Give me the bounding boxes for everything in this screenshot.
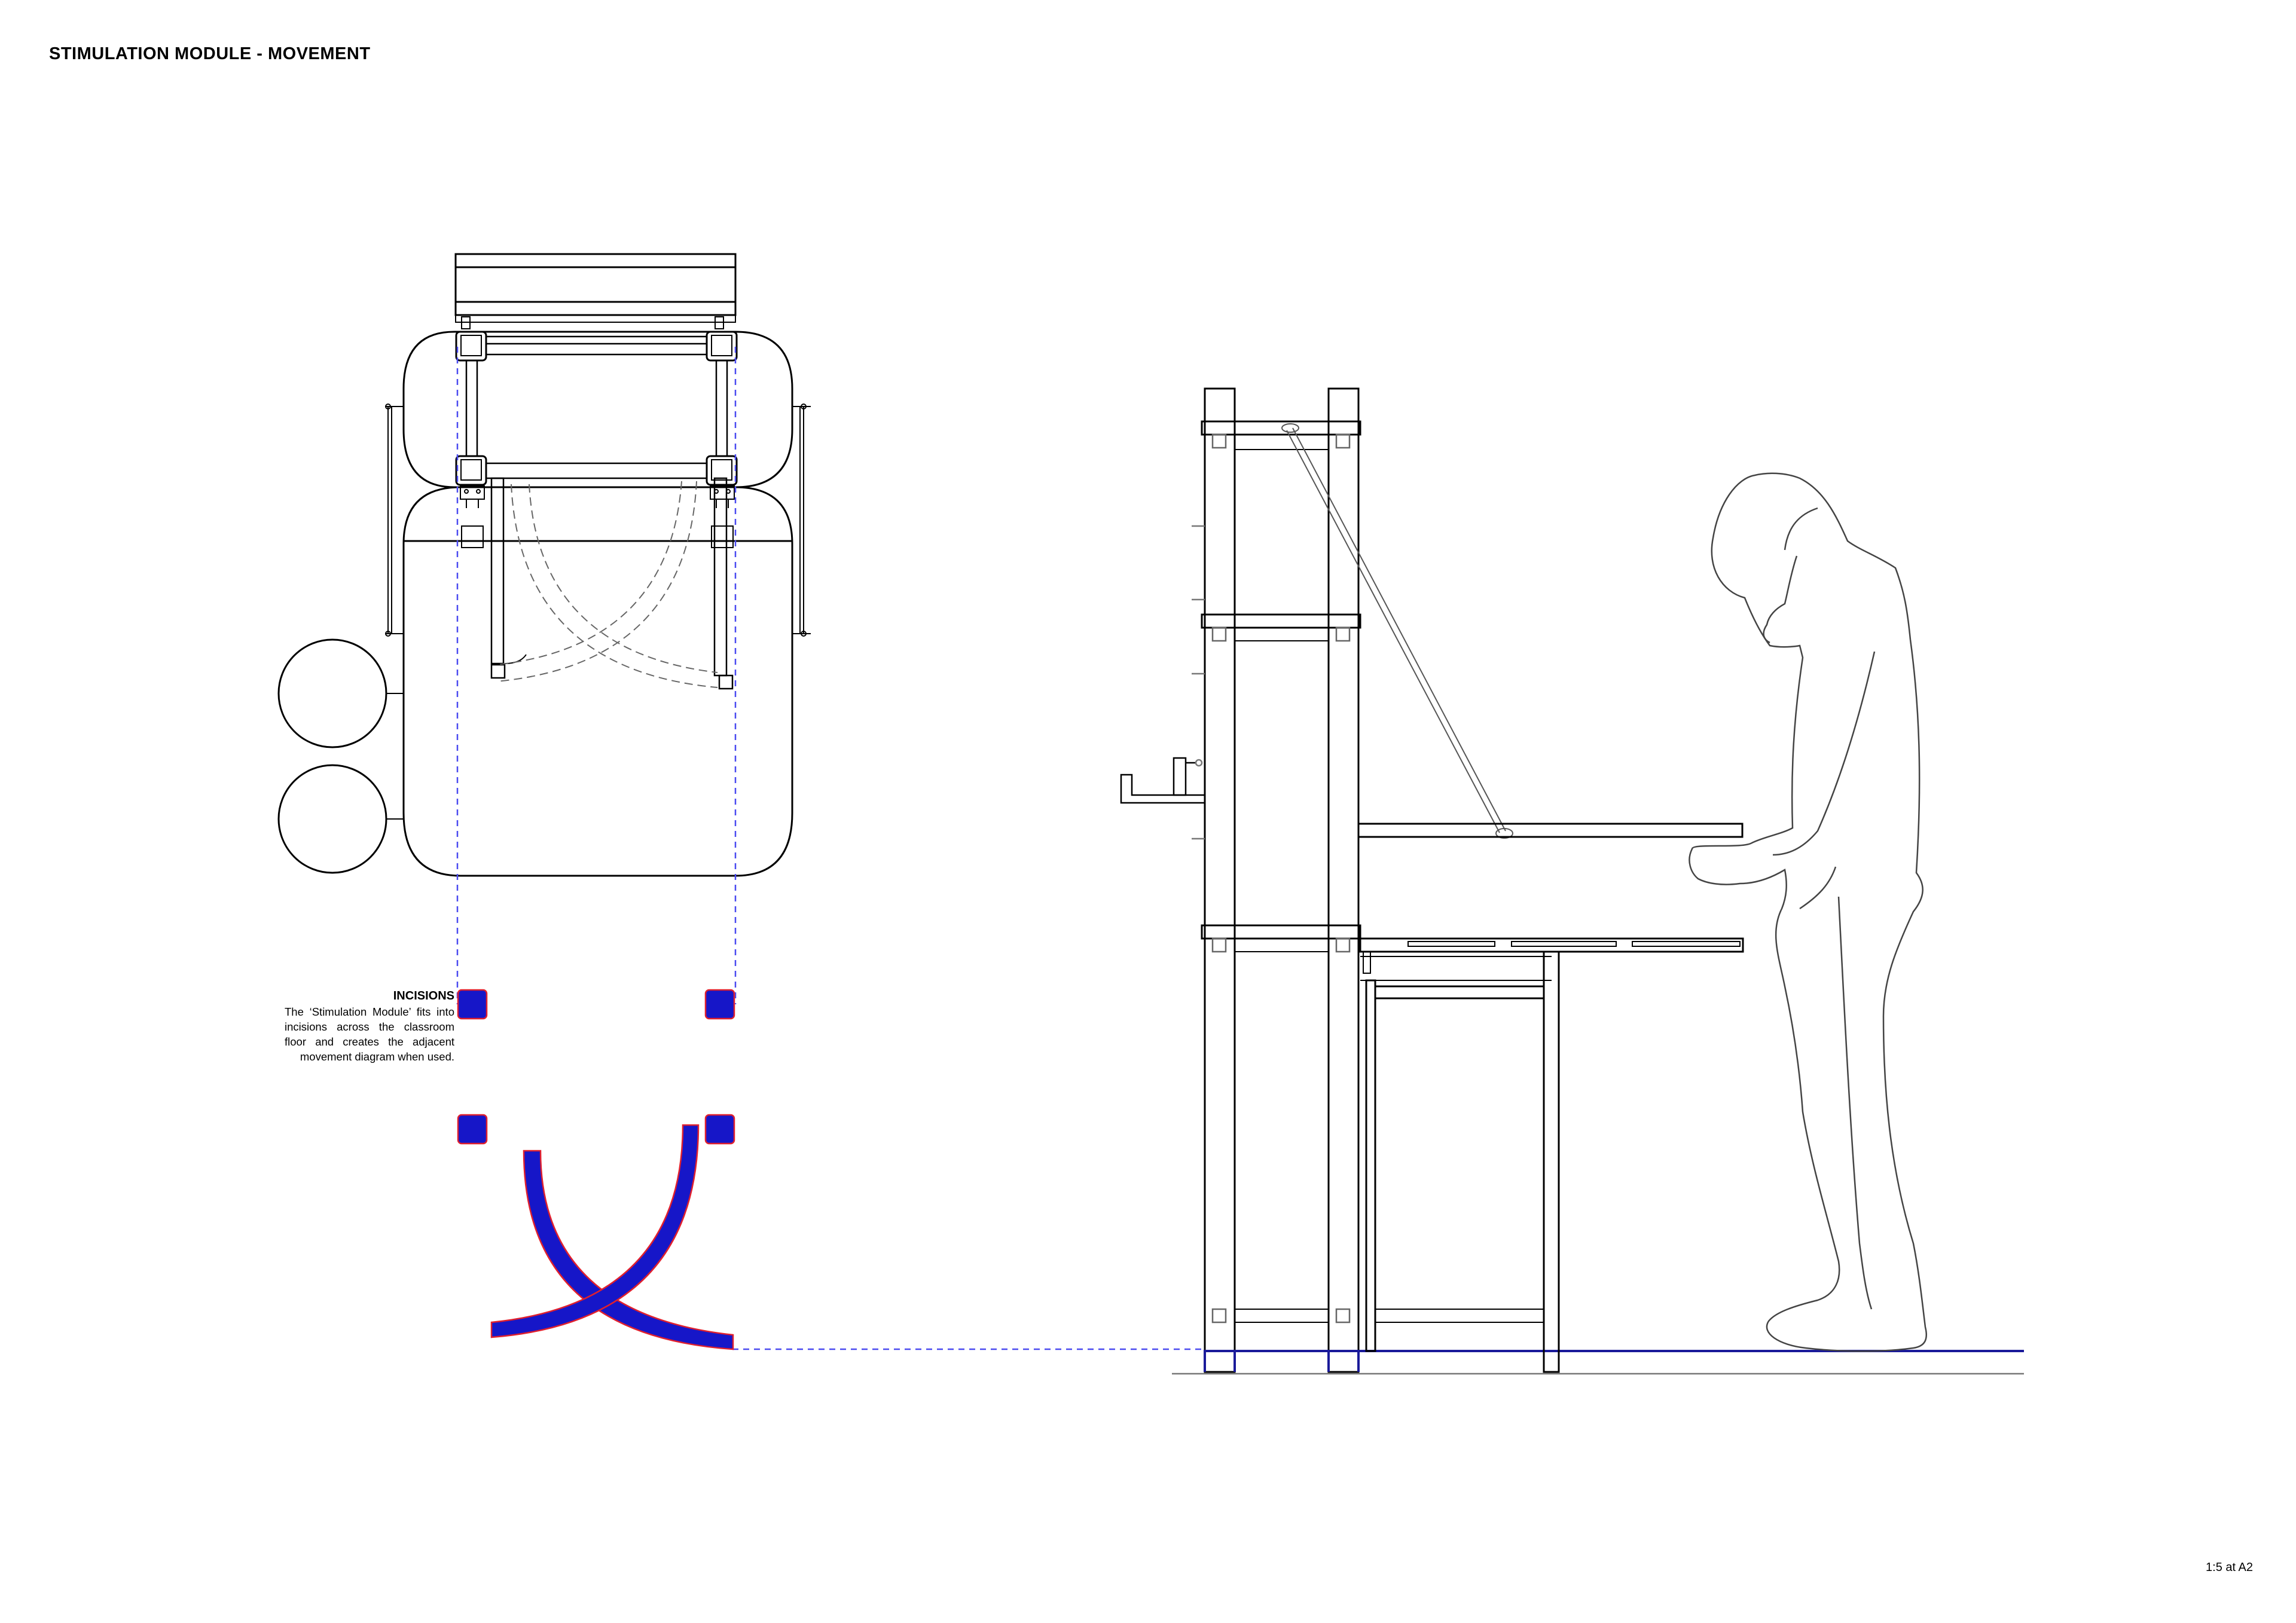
incision-marks — [457, 989, 735, 1350]
bolt-squares — [1211, 433, 1351, 1324]
child-face — [1763, 555, 1798, 644]
incision-square — [704, 1114, 735, 1145]
incisions-heading: INCISIONS — [393, 989, 454, 1002]
table-frame — [1365, 950, 1560, 1373]
plan-folding-legs — [490, 477, 734, 690]
shelves — [1201, 420, 1361, 1323]
desk-upper — [1357, 823, 1744, 838]
incision-square — [704, 989, 735, 1020]
side-tray — [1120, 757, 1206, 804]
desk-lower — [1359, 937, 1744, 981]
elevation-view — [1120, 387, 2024, 1375]
incision-arc-left — [523, 1150, 734, 1350]
incision-arc-right — [490, 1124, 700, 1338]
incision-square — [457, 1114, 488, 1145]
plan-top-bench — [454, 253, 737, 329]
child-figure — [1689, 472, 1928, 1352]
plan-swing-arcs — [496, 481, 718, 688]
incision-square — [457, 989, 488, 1020]
child-leg-line — [1837, 896, 1873, 1310]
slanted-rod — [1281, 423, 1513, 839]
plan-hinges — [460, 485, 735, 548]
scale-note: 1:5 at A2 — [2206, 1561, 2253, 1574]
incisions-description: The ‘Stimulation Module’ fits into incis… — [285, 1005, 454, 1063]
plan-side-rails — [385, 404, 811, 637]
plan-rails — [465, 335, 728, 479]
plan-stools — [277, 638, 404, 874]
upright-left — [1204, 387, 1236, 1373]
plan-view — [277, 253, 811, 877]
side-hooks — [1192, 525, 1205, 840]
child-arm — [1772, 651, 1876, 910]
child-hair — [1784, 507, 1818, 551]
upright-right — [1327, 387, 1360, 1373]
projection-guides — [456, 347, 1203, 1350]
drawing-title: STIMULATION MODULE - MOVEMENT — [49, 44, 371, 63]
